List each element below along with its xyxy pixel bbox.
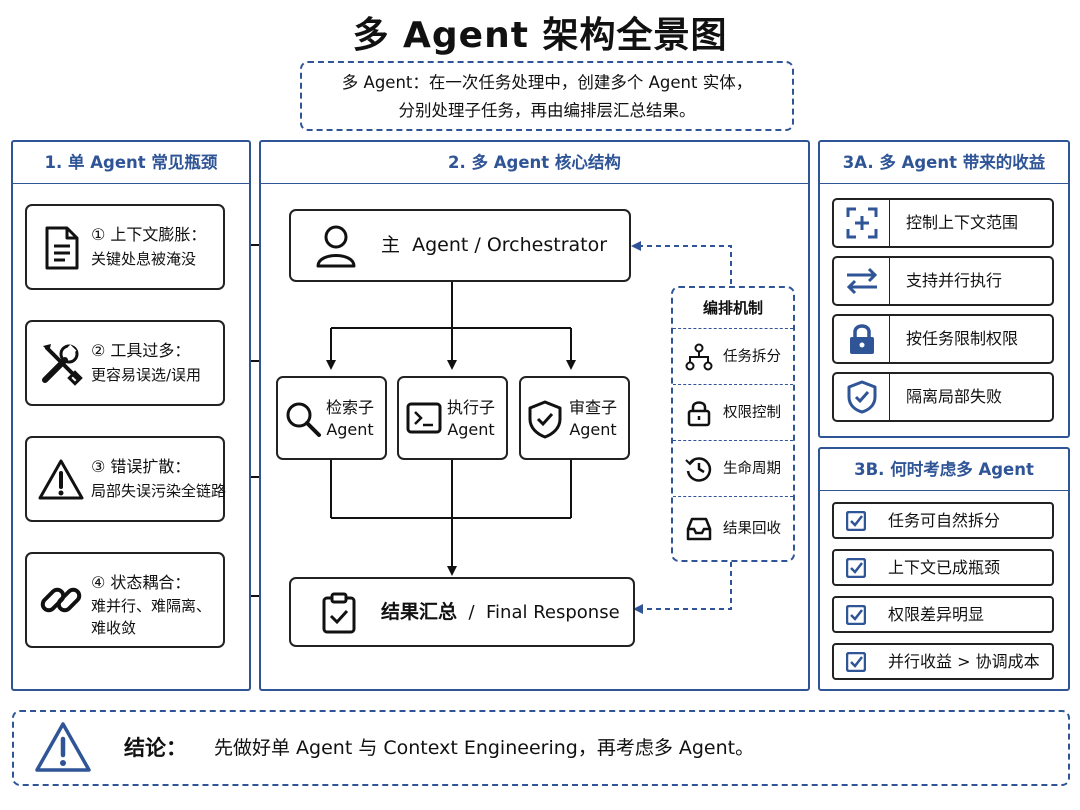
bottleneck-card: ② 工具过多： 更容易误选/误用 — [25, 320, 225, 406]
orchestrator-prefix: 主 — [381, 234, 401, 256]
orchestrator-box: 主 Agent / Orchestrator — [289, 209, 631, 282]
panel-multi-agent-core: 2. 多 Agent 核心结构 主 Agent / Orchestrator 检… — [259, 140, 810, 691]
orchestration-label: 生命周期 — [723, 461, 781, 477]
conclusion-label: 结论： — [124, 736, 187, 760]
checkbox-icon — [846, 652, 866, 672]
subagent-label: 检索子 Agent — [326, 397, 374, 441]
benefit-item: 隔离局部失败 — [832, 372, 1054, 422]
criteria-item: 权限差异明显 — [832, 596, 1054, 633]
criteria-label: 任务可自然拆分 — [888, 511, 1001, 530]
checkbox-icon — [846, 511, 866, 531]
benefit-label: 按任务限制权限 — [906, 329, 1019, 348]
document-icon — [45, 226, 79, 270]
conclusion-box: 结论： 先做好单 Agent 与 Context Engineering，再考虑… — [12, 710, 1070, 786]
criteria-label: 上下文已成瓶颈 — [888, 558, 1001, 577]
bottleneck-desc: 难并行、难隔离、 — [91, 597, 212, 615]
page-title: 多 Agent 架构全景图 — [352, 15, 728, 56]
bottleneck-title: ④ 状态耦合： — [91, 573, 191, 592]
parallel-arrows-icon — [846, 267, 877, 295]
subagent-label: 执行子 Agent — [447, 397, 495, 441]
orchestration-item: 权限控制 — [673, 384, 793, 440]
orchestrator-label: 主 Agent / Orchestrator — [381, 211, 607, 280]
bottleneck-card: ① 上下文膨胀： 关键处息被淹没 — [25, 204, 225, 290]
result-prefix: 结果汇总 — [381, 601, 458, 623]
result-box: 结果汇总 / Final Response — [289, 577, 635, 647]
criteria-item: 并行收益 > 协调成本 — [832, 643, 1054, 680]
panel-2-heading: 2. 多 Agent 核心结构 — [261, 142, 808, 184]
padlock-icon — [849, 324, 874, 354]
panel-3a-heading: 3A. 多 Agent 带来的收益 — [820, 142, 1068, 184]
bottleneck-card: ③ 错误扩散： 局部失误污染全链路 — [25, 436, 227, 522]
bottleneck-desc: 难收敛 — [91, 619, 137, 637]
checkbox-icon — [846, 605, 866, 625]
orchestration-item: 任务拆分 — [673, 328, 793, 384]
result-separator: / — [468, 602, 475, 623]
benefit-item: 按任务限制权限 — [832, 314, 1054, 364]
checkbox-icon — [846, 558, 866, 578]
criteria-item: 上下文已成瓶颈 — [832, 549, 1054, 586]
criteria-item: 任务可自然拆分 — [832, 502, 1054, 539]
bottleneck-desc: 更容易误选/误用 — [91, 366, 202, 384]
search-icon — [286, 402, 321, 437]
warning-icon — [35, 722, 91, 772]
intro-line-1: 多 Agent：在一次任务处理中，创建多个 Agent 实体， — [341, 73, 753, 92]
orchestration-item: 生命周期 — [673, 440, 793, 496]
terminal-icon — [406, 402, 442, 434]
panel-multi-agent-benefits: 3A. 多 Agent 带来的收益 控制上下文范围 支持并行执行 按任 — [818, 140, 1070, 438]
link-icon — [40, 587, 82, 613]
criteria-label: 并行收益 > 协调成本 — [888, 652, 1040, 671]
panel-when-to-use: 3B. 何时考虑多 Agent 任务可自然拆分 上下文已成瓶颈 权限差异明显 并… — [818, 447, 1070, 691]
benefit-label: 隔离局部失败 — [906, 387, 1003, 406]
criteria-label: 权限差异明显 — [888, 605, 985, 624]
inbox-icon — [686, 517, 712, 541]
bottleneck-title: ① 上下文膨胀： — [91, 225, 207, 244]
orchestration-label: 结果回收 — [723, 521, 781, 537]
subagent-box-search: 检索子 Agent — [276, 376, 387, 460]
flow-connectors — [326, 241, 732, 614]
bottleneck-desc: 关键处息被淹没 — [91, 250, 197, 268]
subagent-box-review: 审查子 Agent — [519, 376, 630, 460]
benefit-label: 控制上下文范围 — [906, 213, 1019, 232]
result-name: Final Response — [486, 602, 620, 623]
benefit-label: 支持并行执行 — [906, 271, 1003, 290]
bottleneck-title: ② 工具过多： — [91, 341, 191, 360]
hierarchy-icon — [685, 343, 713, 371]
lock-icon — [687, 401, 711, 427]
subagent-line2: Agent — [447, 420, 495, 439]
panel-3b-heading: 3B. 何时考虑多 Agent — [820, 449, 1068, 491]
conclusion-text: 先做好单 Agent 与 Context Engineering，再考虑多 Ag… — [214, 737, 755, 759]
orchestration-box: 编排机制 任务拆分 权限控制 生命周期 — [671, 286, 795, 562]
focus-plus-icon — [846, 207, 877, 239]
intro-box: 多 Agent：在一次任务处理中，创建多个 Agent 实体， 分别处理子任务，… — [300, 61, 794, 131]
shield-check-icon — [847, 380, 876, 414]
user-icon — [316, 225, 356, 268]
panel-single-agent-bottlenecks: 1. 单 Agent 常见瓶颈 ① 上下文膨胀： 关键处息被淹没 ② 工具过多：… — [11, 140, 251, 691]
orchestration-item: 结果回收 — [673, 496, 793, 560]
clipboard-check-icon — [322, 592, 356, 634]
subagent-line1: 检索子 — [326, 398, 375, 417]
intro-line-2: 分别处理子任务，再由编排层汇总结果。 — [398, 101, 696, 120]
benefit-item: 控制上下文范围 — [832, 198, 1054, 248]
subagent-line2: Agent — [326, 420, 374, 439]
bottleneck-title: ③ 错误扩散： — [91, 457, 191, 476]
shield-check-icon — [528, 400, 562, 439]
clock-history-icon — [685, 457, 712, 482]
subagent-line1: 执行子 — [447, 398, 496, 417]
tools-icon — [42, 344, 83, 386]
warning-icon — [38, 459, 84, 500]
bottleneck-desc: 局部失误污染全链路 — [91, 482, 227, 500]
benefit-item: 支持并行执行 — [832, 256, 1054, 306]
orchestration-label: 权限控制 — [723, 405, 781, 421]
result-label: 结果汇总 / Final Response — [381, 579, 620, 646]
panel-1-heading: 1. 单 Agent 常见瓶颈 — [13, 142, 249, 184]
subagent-box-exec: 执行子 Agent — [397, 376, 508, 460]
bottleneck-card: ④ 状态耦合： 难并行、难隔离、 难收敛 — [25, 552, 225, 648]
subagent-label: 审查子 Agent — [569, 397, 617, 441]
subagent-line1: 审查子 — [569, 398, 618, 417]
orchestration-heading: 编排机制 — [702, 299, 763, 317]
orchestrator-name: Agent / Orchestrator — [412, 234, 608, 256]
orchestration-label: 任务拆分 — [723, 349, 781, 365]
subagent-line2: Agent — [569, 420, 617, 439]
